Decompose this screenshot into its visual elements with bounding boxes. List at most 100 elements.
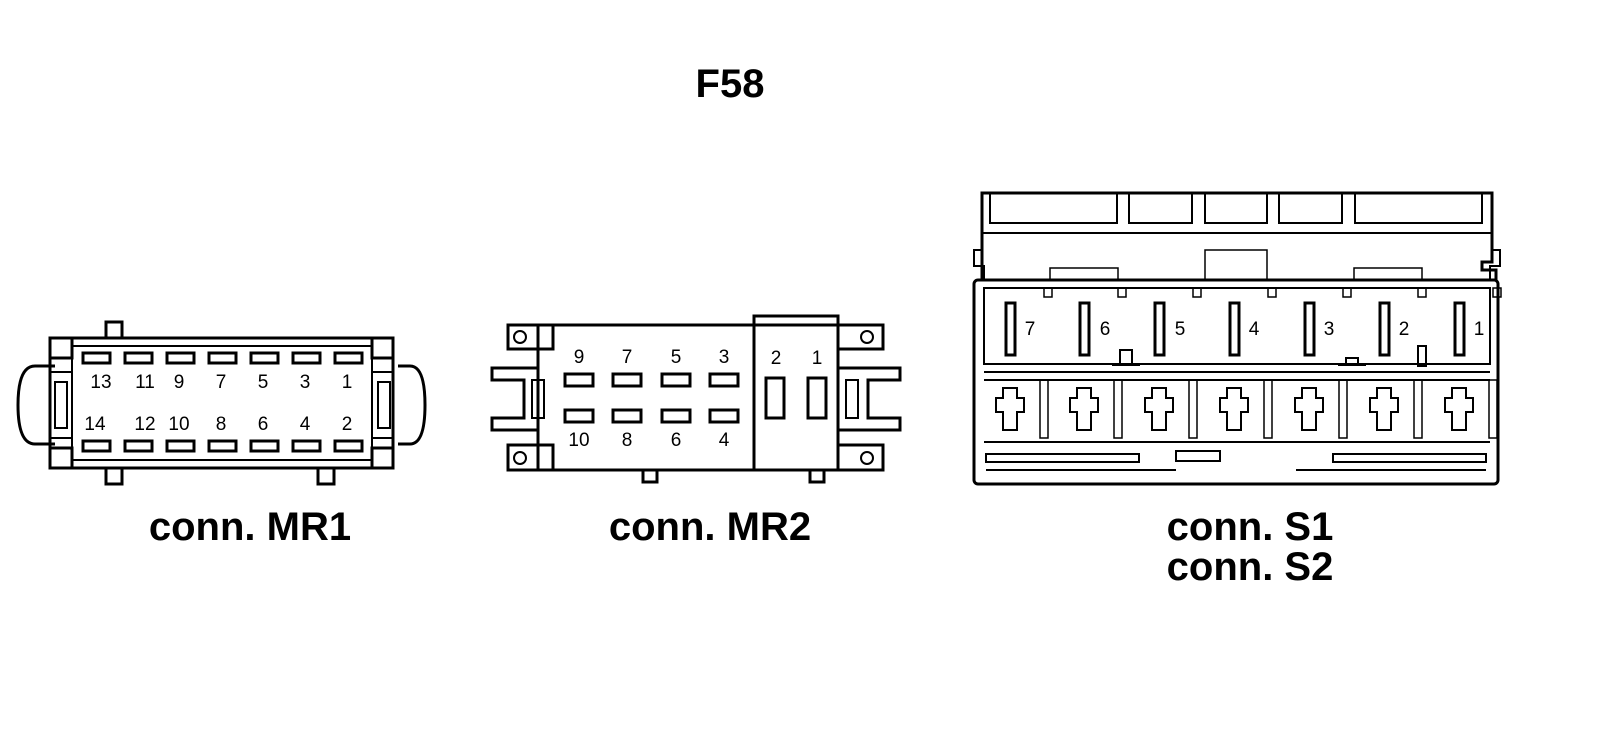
mr2-left-latch: [490, 366, 538, 432]
mr1-corner: [48, 336, 74, 360]
connector-s2-label: conn. S2: [1166, 545, 1334, 589]
mr1-pin-label: 5: [258, 372, 269, 393]
mr1-bottom-nub-left: [104, 466, 124, 486]
mr2-pin-label: 5: [671, 347, 682, 368]
mr2-pin-slot: [708, 372, 740, 388]
s-notch: [1492, 287, 1502, 298]
mr1-pin-label: 2: [342, 414, 353, 435]
connector-mr2-label: conn. MR2: [608, 505, 812, 549]
diagram-title: F58: [695, 62, 765, 106]
mr2-pin-slot: [764, 376, 786, 420]
mr1-pin-slot: [291, 351, 322, 365]
s-t-marker: [1338, 357, 1366, 366]
mr2-bottom-nub: [808, 468, 826, 484]
mr1-pin-slot: [333, 351, 364, 365]
s-bottom-rail: [985, 453, 1140, 463]
mr1-pin-label: 9: [174, 372, 185, 393]
mr2-right-latch: [838, 366, 902, 432]
s-pin-label: 5: [1175, 319, 1186, 340]
s-pin-label: 1: [1474, 319, 1485, 340]
mr2-pin-label: 9: [574, 347, 585, 368]
s-pin-label: 7: [1025, 319, 1036, 340]
s-bottom-rail: [1175, 450, 1221, 462]
mr2-pin-slot: [806, 376, 828, 420]
s-divider: [1113, 379, 1123, 439]
mr2-pin-label: 2: [771, 348, 782, 369]
mr2-pin-slot: [660, 372, 692, 388]
connector-mr2-drawing: 9 7 5 3 10 8 6 4 2 1: [490, 314, 902, 484]
mr1-pin-slot: [165, 439, 196, 453]
mr1-inner-frame: [71, 345, 373, 461]
connector-s1-label: conn. S1: [1166, 505, 1334, 549]
s-divider: [1263, 379, 1273, 439]
s-latch-tooth: [1369, 387, 1399, 431]
mr1-corner: [370, 446, 395, 470]
s-top-window: [1128, 192, 1193, 224]
mr1-right-latch: [398, 364, 427, 446]
s-latch-tooth: [1069, 387, 1099, 431]
s-notch: [1267, 287, 1277, 298]
mr2-pin-slot: [611, 372, 643, 388]
s-latch-tooth: [1219, 387, 1249, 431]
mr1-pin-label: 12: [134, 414, 155, 435]
s-latch-tooth: [1294, 387, 1324, 431]
mr1-pin-label: 11: [135, 372, 155, 393]
s-divider: [1338, 379, 1348, 439]
s-top-window: [1354, 192, 1483, 224]
s-notch: [1342, 287, 1352, 298]
s-t-marker: [1112, 349, 1140, 366]
s-top-window: [1278, 192, 1343, 224]
mr2-bottom-nub: [641, 468, 659, 484]
mr1-pin-label: 7: [216, 372, 227, 393]
mr2-screw-hole: [860, 330, 874, 344]
mr2-pin-slot: [611, 408, 643, 424]
s-key: [1417, 345, 1427, 367]
s-pin-slot: [1303, 301, 1316, 357]
s-pin-bay: [983, 287, 1491, 365]
s-latch-tooth: [1444, 387, 1474, 431]
s-latch-tooth: [1144, 387, 1174, 431]
mr2-pin-label: 7: [622, 347, 633, 368]
s-divider: [1188, 379, 1198, 439]
mr2-pin-slot: [563, 408, 595, 424]
s-pin-slot: [1228, 301, 1241, 357]
s-bottom-rail: [1332, 453, 1487, 463]
mr2-screw-hole: [513, 330, 527, 344]
mr1-bottom-nub-right: [316, 466, 336, 486]
mr2-pin-slot: [660, 408, 692, 424]
mr2-pin-label: 3: [719, 347, 730, 368]
s-notch: [1043, 287, 1053, 298]
mr1-side-window: [377, 381, 391, 429]
connector-mr1-label: conn. MR1: [148, 505, 352, 549]
s-notch: [1417, 287, 1427, 298]
mr1-pin-slot: [81, 439, 112, 453]
s-divider: [1488, 379, 1498, 439]
s-pin-slot: [1378, 301, 1391, 357]
s-top-window: [1204, 192, 1268, 224]
mr1-pin-label: 8: [216, 414, 227, 435]
mr1-corner: [370, 336, 395, 360]
mr2-pin-label: 4: [719, 430, 730, 451]
mr1-pin-slot: [123, 439, 154, 453]
s-pin-slot: [1153, 301, 1166, 357]
mr1-pin-label: 3: [300, 372, 311, 393]
mr1-pin-slot: [207, 351, 238, 365]
connector-s1-s2-label: conn. S1 conn. S2: [1100, 507, 1400, 587]
s-body: [972, 278, 1500, 486]
mr1-side-window: [54, 381, 68, 429]
mr1-top-nub: [104, 320, 124, 340]
mr2-pin-label: 8: [622, 430, 633, 451]
mr2-screw-hole: [513, 451, 527, 465]
mr1-pin-label: 10: [168, 414, 189, 435]
s-pin-label: 6: [1100, 319, 1111, 340]
s-notch: [1192, 287, 1202, 298]
mr2-pin-slot: [708, 408, 740, 424]
mr1-pin-slot: [249, 351, 280, 365]
connector-mr1-drawing: 13 11 9 7 5 3 1 14 12 10 8 6 4 2: [16, 320, 427, 486]
s-divider: [1039, 379, 1049, 439]
s-top-window: [989, 192, 1118, 224]
s-pin-label: 2: [1399, 319, 1410, 340]
mr1-pin-label: 1: [342, 372, 353, 393]
mr2-left-bottom-flange: [506, 443, 555, 472]
